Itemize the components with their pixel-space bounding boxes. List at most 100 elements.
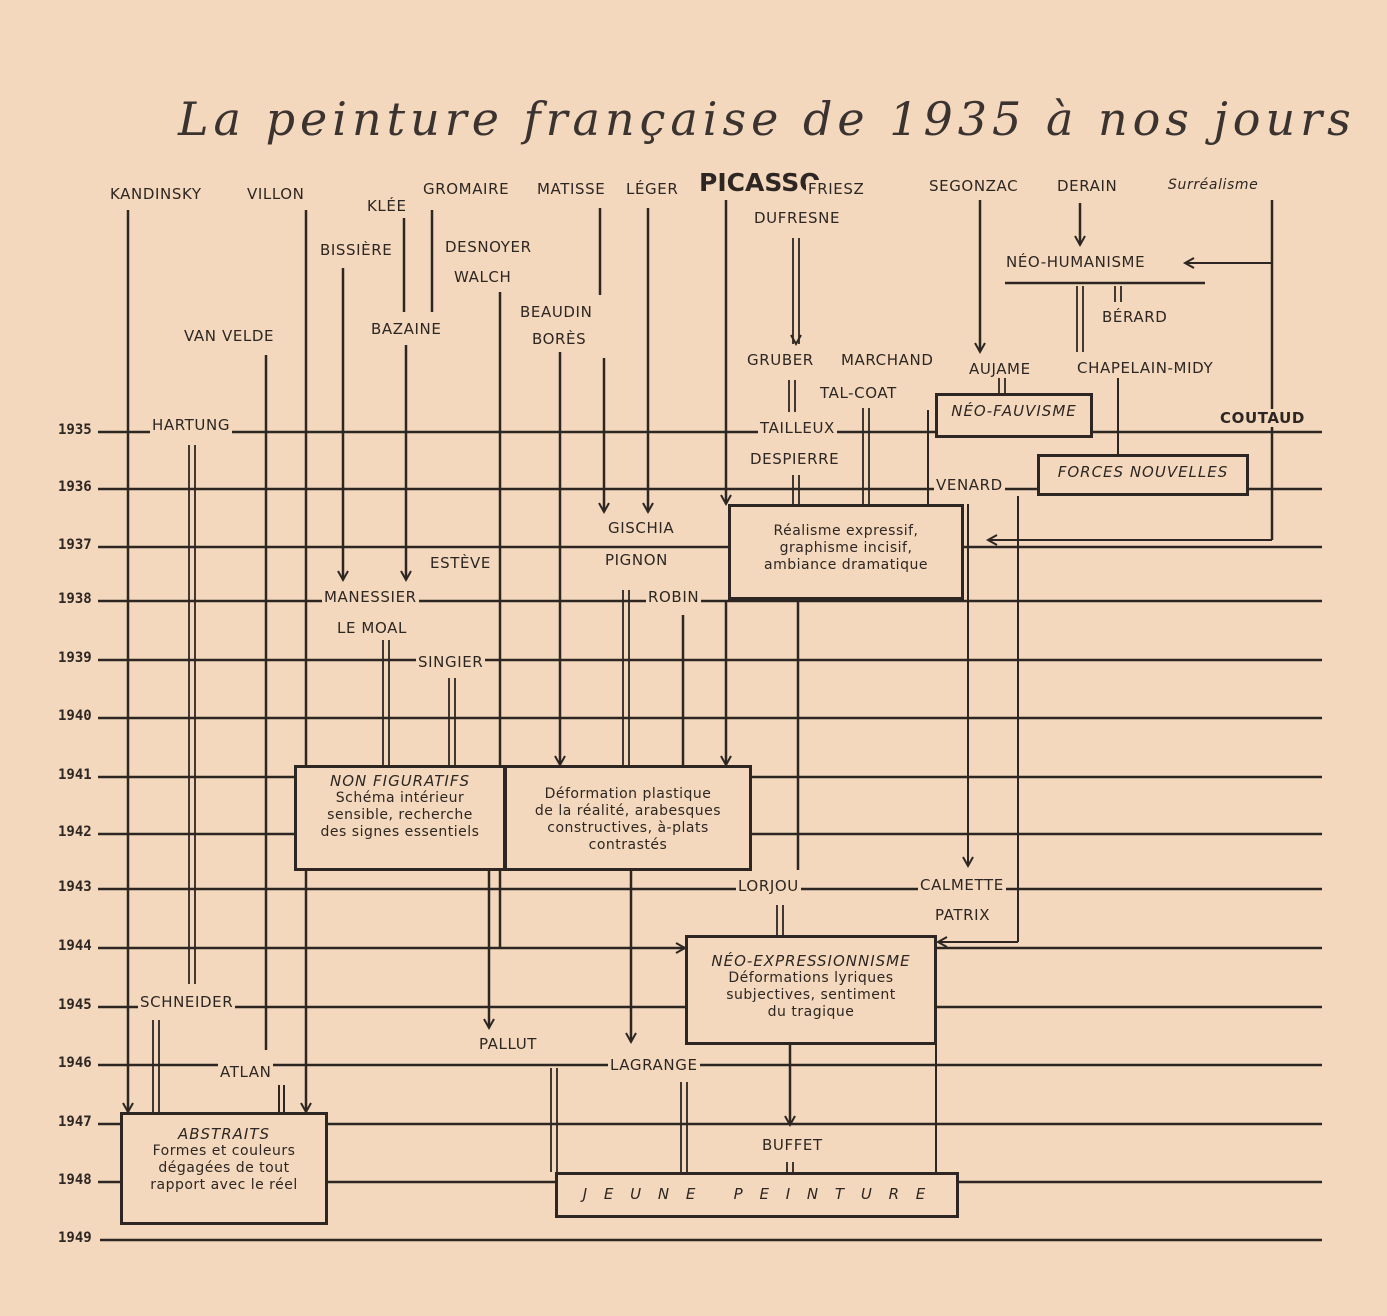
box-desc-line: des signes essentiels — [320, 824, 480, 840]
box-desc-line: sensible, recherche — [327, 807, 473, 823]
box-forces-nouvelles: FORCES NOUVELLES — [1037, 454, 1249, 496]
box-non-figuratifs: NON FIGURATIFS Schéma intérieur sensible… — [294, 765, 506, 871]
arrow-head — [598, 502, 610, 515]
painter-despierre: DESPIERRE — [748, 450, 842, 468]
painter-robin: ROBIN — [646, 588, 702, 606]
year-label: 1938 — [58, 591, 92, 607]
painter-hartung: HARTUNG — [150, 416, 233, 434]
diagram-title: La peinture française de 1935 à nos jour… — [178, 92, 1356, 146]
painter-pallut: PALLUT — [477, 1035, 540, 1053]
year-label: 1937 — [58, 537, 92, 553]
box-desc-line: subjectives, sentiment — [726, 987, 896, 1003]
arrow-head — [400, 570, 412, 583]
box-desc-line: Schéma intérieur — [335, 790, 465, 806]
painter-berard: BÉRARD — [1100, 308, 1170, 326]
box-realisme-expressif: Réalisme expressif, graphisme incisif, a… — [728, 504, 964, 600]
painter-pignon: PIGNON — [603, 551, 670, 569]
box-desc-line: du tragique — [767, 1004, 855, 1020]
painter-venard: VENARD — [934, 476, 1005, 494]
painter-lagrange: LAGRANGE — [608, 1056, 700, 1074]
box-desc-line: constructives, à-plats — [547, 820, 709, 836]
painter-lorjou: LORJOU — [736, 877, 801, 895]
box-deformation-plastique: Déformation plastique de la réalité, ara… — [504, 765, 752, 871]
painter-gromaire: GROMAIRE — [421, 180, 512, 198]
box-desc-line: Déformations lyriques — [728, 970, 894, 986]
painter-calmette: CALMETTE — [918, 876, 1006, 894]
arrow-head — [1182, 257, 1195, 269]
painter-bissiere: BISSIÈRE — [318, 241, 395, 259]
painter-bazaine: BAZAINE — [369, 320, 444, 338]
painter-gruber: GRUBER — [745, 351, 816, 369]
year-label: 1936 — [58, 479, 92, 495]
year-label: 1949 — [58, 1230, 92, 1246]
painter-manessier: MANESSIER — [322, 588, 419, 606]
year-label: 1935 — [58, 422, 92, 438]
arrow-head — [625, 1032, 637, 1045]
box-title: NÉO-FAUVISME — [951, 402, 1077, 420]
year-label: 1945 — [58, 997, 92, 1013]
painter-walch: WALCH — [452, 268, 514, 286]
painter-desnoyer: DESNOYER — [443, 238, 534, 256]
year-label: 1940 — [58, 708, 92, 724]
box-title: NÉO-EXPRESSIONNISME — [711, 952, 911, 970]
box-title: FORCES NOUVELLES — [1057, 463, 1229, 481]
box-desc-line: rapport avec le réel — [150, 1177, 298, 1193]
box-desc-line: contrastés — [588, 837, 668, 853]
year-label: 1947 — [58, 1114, 92, 1130]
movement-surrealisme: Surréalisme — [1166, 177, 1261, 193]
arrow-head — [790, 334, 802, 347]
box-title: NON FIGURATIFS — [330, 772, 470, 790]
painter-atlan: ATLAN — [218, 1063, 274, 1081]
painter-kandinsky: KANDINSKY — [108, 185, 204, 203]
arrow-head — [642, 502, 654, 515]
arrow-head — [483, 1018, 495, 1031]
painter-derain: DERAIN — [1055, 177, 1120, 195]
box-desc-line: Réalisme expressif, — [773, 523, 919, 539]
painter-van-velde: VAN VELDE — [182, 327, 277, 345]
painter-friesz: FRIESZ — [806, 180, 867, 198]
arrow-head — [962, 856, 974, 869]
painter-patrix: PATRIX — [933, 906, 993, 924]
arrow-head — [337, 570, 349, 583]
year-label: 1948 — [58, 1172, 92, 1188]
painter-beaudin: BEAUDIN — [518, 303, 595, 321]
box-desc-line: graphisme incisif, — [779, 540, 913, 556]
box-desc-line: de la réalité, arabesques — [534, 803, 722, 819]
painter-picasso: PICASSO — [697, 168, 823, 197]
arrow-head — [935, 936, 948, 948]
box-neo-fauvisme: NÉO-FAUVISME — [935, 393, 1093, 438]
painter-dufresne: DUFRESNE — [752, 209, 843, 227]
painter-buffet: BUFFET — [760, 1136, 825, 1154]
movement-neo-humanisme: NÉO-HUMANISME — [1004, 253, 1148, 271]
painter-leger: LÉGER — [624, 180, 681, 198]
year-label: 1944 — [58, 938, 92, 954]
box-jeune-peinture: J E U N E P E I N T U R E — [555, 1172, 959, 1218]
painter-segonzac: SEGONZAC — [927, 177, 1021, 195]
box-title: ABSTRAITS — [177, 1125, 271, 1143]
arrow-head — [784, 1115, 796, 1128]
painter-tal-coat: TAL-COAT — [818, 384, 899, 402]
painter-coutaud: COUTAUD — [1218, 409, 1307, 427]
painter-aujame: AUJAME — [967, 360, 1033, 378]
year-label: 1943 — [58, 879, 92, 895]
painter-klee: KLÉE — [365, 197, 409, 215]
box-title: J E U N E P E I N T U R E — [582, 1185, 932, 1203]
year-label: 1946 — [58, 1055, 92, 1071]
year-label: 1942 — [58, 824, 92, 840]
arrow-head — [720, 494, 732, 507]
painter-marchand: MARCHAND — [839, 351, 936, 369]
painter-schneider: SCHNEIDER — [138, 993, 236, 1011]
box-neo-expressionnisme: NÉO-EXPRESSIONNISME Déformations lyrique… — [685, 935, 937, 1045]
box-abstraits: ABSTRAITS Formes et couleurs dégagées de… — [120, 1112, 328, 1225]
painter-le-moal: LE MOAL — [335, 619, 409, 637]
painter-gischia: GISCHIA — [606, 519, 677, 537]
arrow-head — [1074, 235, 1086, 248]
painter-chapelain-midy: CHAPELAIN-MIDY — [1075, 359, 1216, 377]
painter-bores: BORÈS — [530, 330, 589, 348]
painter-tailleux: TAILLEUX — [758, 419, 837, 437]
year-label: 1939 — [58, 650, 92, 666]
painter-villon: VILLON — [245, 185, 307, 203]
box-desc-line: ambiance dramatique — [764, 557, 928, 573]
arrow-head — [985, 534, 998, 546]
